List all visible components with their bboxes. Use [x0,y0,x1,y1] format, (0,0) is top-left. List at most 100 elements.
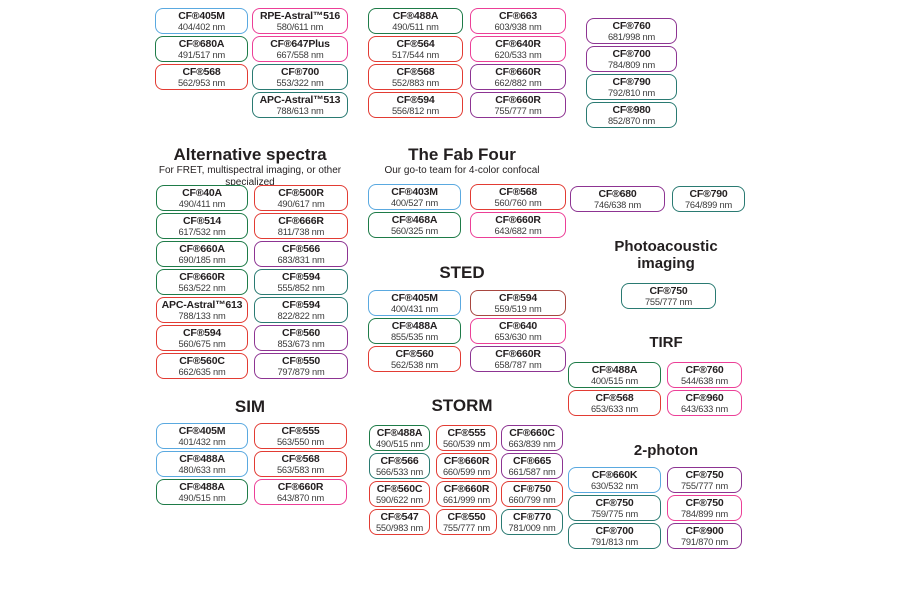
dye-name: CF®660R [277,481,324,493]
dye-name: CF®750 [685,497,724,509]
dye-wavelengths: 603/938 nm [494,22,542,32]
dye-wavelengths: 490/411 nm [178,199,226,209]
dye-name: CF®405M [178,425,226,437]
dye-name: CF®488A [179,453,225,465]
section-title: STORM [431,396,493,415]
dye-name: CF®560 [395,348,434,360]
dye-name: CF®790 [689,188,728,200]
dye-wavelengths: 560/325 nm [390,226,439,236]
dye-name: APC-Astral™613 [161,299,243,311]
section-subtitle: For FRET, multispectral imaging, or othe… [158,165,342,188]
dye-wavelengths: 630/532 nm [590,481,639,491]
dye-wavelengths: 490/515 nm [178,493,226,503]
dye-name: CF®403M [391,186,438,198]
dye-wavelengths: 555/852 nm [277,283,325,293]
section-title: SIM [234,397,266,416]
dye-name: CF®594 [182,327,222,339]
dye-wavelengths: 559/519 nm [494,304,542,314]
section-title: STED [439,263,485,282]
dye-wavelengths: 690/185 nm [178,255,226,265]
dye-name: CF®566 [380,455,419,467]
section-header-fab-four: The Fab Four Our go-to team for 4-color … [353,145,571,177]
dye-wavelengths: 544/638 nm [680,376,729,386]
dye-name: CF®555 [281,425,320,437]
dye-wavelengths: 792/810 nm [607,88,656,98]
dye-name: CF®700 [612,48,651,60]
dye-name: CF®488A [391,320,438,332]
dye-name: CF®660A [179,243,225,255]
dye-wavelengths: 643/633 nm [680,404,729,414]
dye-name: CF®980 [612,104,651,116]
dye-wavelengths: 400/527 nm [390,198,439,208]
dye-name: CF®488A [392,10,439,22]
dye-name: CF®750 [512,483,552,495]
dye-wavelengths: 662/882 nm [494,78,542,88]
dye-name: CF®660K [591,469,638,481]
section-header-photoacoustic: Photoacoustic imaging [595,238,737,272]
dye-name: CF®760 [612,20,651,32]
dye-name: CF®660R [443,483,490,495]
dye-name: CF®900 [685,525,724,537]
dye-name: CF®405M [178,10,225,22]
dye-wavelengths: 855/535 nm [390,332,439,342]
dye-name: CF®700 [280,66,320,78]
dye-wavelengths: 661/999 nm [442,495,491,505]
dye-wavelengths: 663/839 nm [508,439,556,449]
dye-name: CF®700 [595,525,634,537]
dye-wavelengths: 681/998 nm [607,32,656,42]
dye-name: CF®500R [278,187,324,199]
dye-name: CF®760 [685,364,724,376]
dye-wavelengths: 404/402 nm [177,22,226,32]
dye-name: CF®468A [391,214,438,226]
section-header-two-photon: 2-photon [595,442,737,459]
dye-name: CF®488A [376,427,423,439]
section-title: Photoacoustic imaging [614,238,718,272]
dye-name: CF®660R [443,455,490,467]
section-header-sim: SIM [140,397,360,416]
dye-wavelengths: 683/831 nm [277,255,325,265]
dye-name: CF®488A [179,481,225,493]
dye-wavelengths: 755/777 nm [494,106,542,116]
dye-name: CF®568 [396,66,435,78]
dye-name: CF®560 [281,327,321,339]
dye-name: CF®594 [281,271,321,283]
dye-name: CF®560C [179,355,225,367]
dye-wavelengths: 490/515 nm [375,439,424,449]
